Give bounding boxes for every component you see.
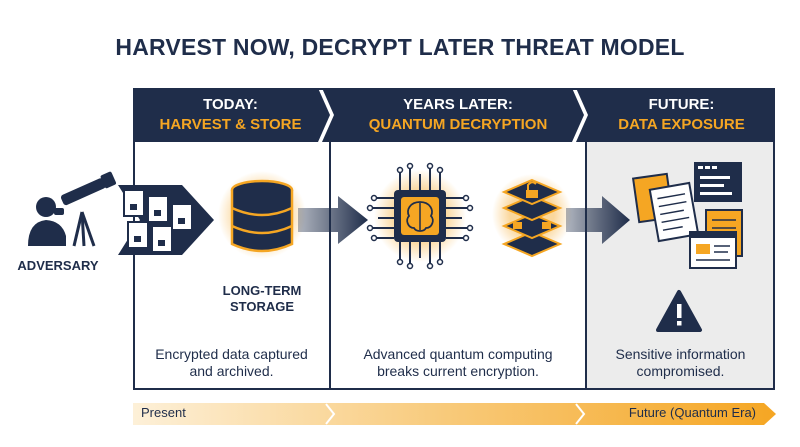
panel3-caption-line1: Sensitive information	[615, 346, 746, 362]
timeline-start-label: Present	[141, 405, 186, 420]
documents-icon	[118, 185, 214, 255]
page-title: HARVEST NOW, DECRYPT LATER THREAT MODEL	[115, 34, 685, 60]
timeline-bar	[133, 403, 776, 425]
panel1-caption-line2: and archived.	[189, 363, 274, 379]
flow-arrow	[298, 196, 368, 244]
adversary-label: ADVERSARY	[17, 258, 99, 273]
panel3-caption-line2: compromised.	[636, 363, 725, 379]
panel3-header-title: DATA EXPOSURE	[618, 116, 745, 133]
exposed-documents-icon	[631, 162, 743, 269]
panel1-caption-line1: Encrypted data captured	[155, 346, 308, 362]
panel2-caption-line2: breaks current encryption.	[377, 363, 539, 379]
panel1-header-title: HARVEST & STORE	[159, 116, 302, 133]
timeline-end-label: Future (Quantum Era)	[628, 405, 756, 420]
person-telescope-icon	[28, 171, 117, 247]
panel2-header-title: QUANTUM DECRYPTION	[368, 116, 548, 133]
panel2-header-label: YEARS LATER:	[403, 96, 513, 113]
flow-arrow	[566, 196, 630, 244]
storage-label-line2: STORAGE	[229, 299, 295, 314]
quantum-chip-icon	[366, 162, 474, 270]
header-chevrons	[133, 88, 775, 142]
warning-icon	[656, 290, 702, 332]
database-icon	[218, 171, 306, 259]
storage-label-line1: LONG-TERM	[222, 283, 302, 298]
panel2-caption-line1: Advanced quantum computing	[363, 346, 553, 362]
panel3-header-label: FUTURE:	[648, 96, 715, 113]
panel1-header-label: TODAY:	[203, 96, 258, 113]
unlocked-stack-icon	[492, 174, 572, 258]
